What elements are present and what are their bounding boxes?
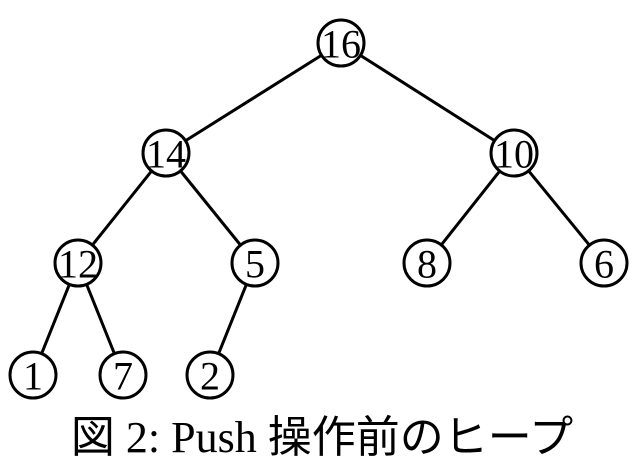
node-label: 6 (594, 242, 614, 287)
figure-caption: 図 2: Push 操作前のヒープ (70, 413, 574, 462)
edge-n16-n10 (359, 54, 496, 142)
heap-nodes: 16 14 10 12 5 8 6 1 7 2 (8, 18, 629, 400)
heap-node-8: 8 (402, 238, 452, 288)
heap-node-6: 6 (579, 238, 629, 288)
node-label: 1 (23, 354, 43, 399)
heap-node-1: 1 (8, 350, 58, 400)
node-label: 16 (321, 22, 361, 67)
node-circle (579, 238, 629, 288)
edge-n16-n14 (184, 53, 323, 143)
edge-n12-n7 (85, 283, 116, 355)
node-label: 5 (245, 242, 265, 287)
node-circle (402, 238, 452, 288)
node-circle (185, 350, 235, 400)
edge-n12-n1 (40, 283, 71, 355)
heap-node-2: 2 (185, 350, 235, 400)
node-circle (316, 18, 366, 68)
node-label: 8 (417, 242, 437, 287)
heap-node-16: 16 (316, 18, 366, 68)
node-circle (141, 128, 191, 178)
edge-n14-n12 (91, 170, 153, 246)
heap-node-10: 10 (489, 128, 539, 178)
node-circle (8, 350, 58, 400)
node-circle (98, 350, 148, 400)
heap-node-5: 5 (230, 238, 280, 288)
node-label: 12 (58, 242, 98, 287)
heap-node-12: 12 (53, 238, 103, 288)
node-label: 7 (113, 354, 133, 399)
heap-node-14: 14 (141, 128, 191, 178)
node-circle (53, 238, 103, 288)
node-circle (230, 238, 280, 288)
node-label: 14 (146, 132, 186, 177)
edge-n10-n8 (440, 170, 501, 246)
node-circle (489, 128, 539, 178)
edge-n10-n6 (527, 169, 591, 247)
node-label: 10 (494, 132, 534, 177)
node-label: 2 (200, 354, 220, 399)
edge-n5-n2 (217, 283, 248, 355)
heap-edges (40, 53, 591, 355)
edge-n14-n5 (179, 169, 242, 247)
heap-node-7: 7 (98, 350, 148, 400)
